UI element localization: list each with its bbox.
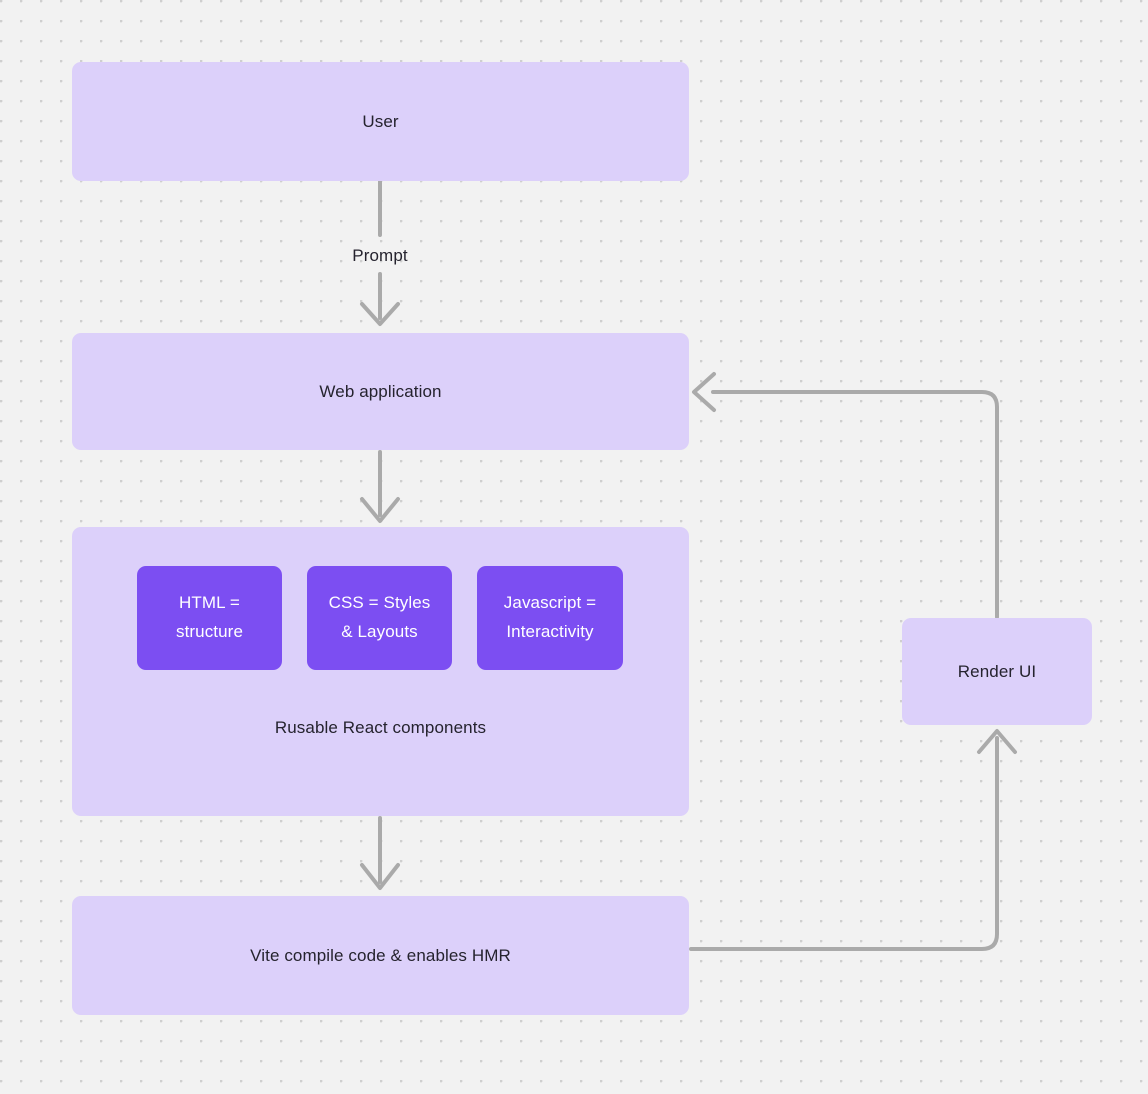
node-css[interactable]: CSS = Styles & Layouts bbox=[307, 566, 452, 670]
node-render-ui-label: Render UI bbox=[957, 661, 1037, 681]
node-user-label: User bbox=[362, 111, 399, 131]
edge-webapp-to-components bbox=[360, 450, 400, 523]
edge-label-prompt: Prompt bbox=[352, 246, 408, 265]
node-user[interactable]: User bbox=[72, 62, 689, 181]
edge-components-to-vite bbox=[360, 816, 400, 890]
node-web-application-label: Web application bbox=[319, 381, 442, 401]
edge-vite-to-renderui bbox=[689, 729, 1017, 951]
node-javascript-label: Javascript = Interactivity bbox=[503, 593, 597, 641]
node-vite[interactable]: Vite compile code & enables HMR bbox=[72, 896, 689, 1015]
node-render-ui[interactable]: Render UI bbox=[902, 618, 1092, 725]
node-javascript[interactable]: Javascript = Interactivity bbox=[477, 566, 623, 670]
node-vite-label: Vite compile code & enables HMR bbox=[250, 945, 511, 965]
node-web-application[interactable]: Web application bbox=[72, 333, 689, 450]
edge-prompt-to-webapp bbox=[360, 272, 400, 326]
node-css-label: CSS = Styles & Layouts bbox=[328, 593, 431, 641]
edge-renderui-to-webapp bbox=[692, 372, 999, 619]
node-html[interactable]: HTML = structure bbox=[137, 566, 282, 670]
node-html-label: HTML = structure bbox=[175, 593, 244, 641]
components-group-caption: Rusable React components bbox=[274, 718, 487, 737]
